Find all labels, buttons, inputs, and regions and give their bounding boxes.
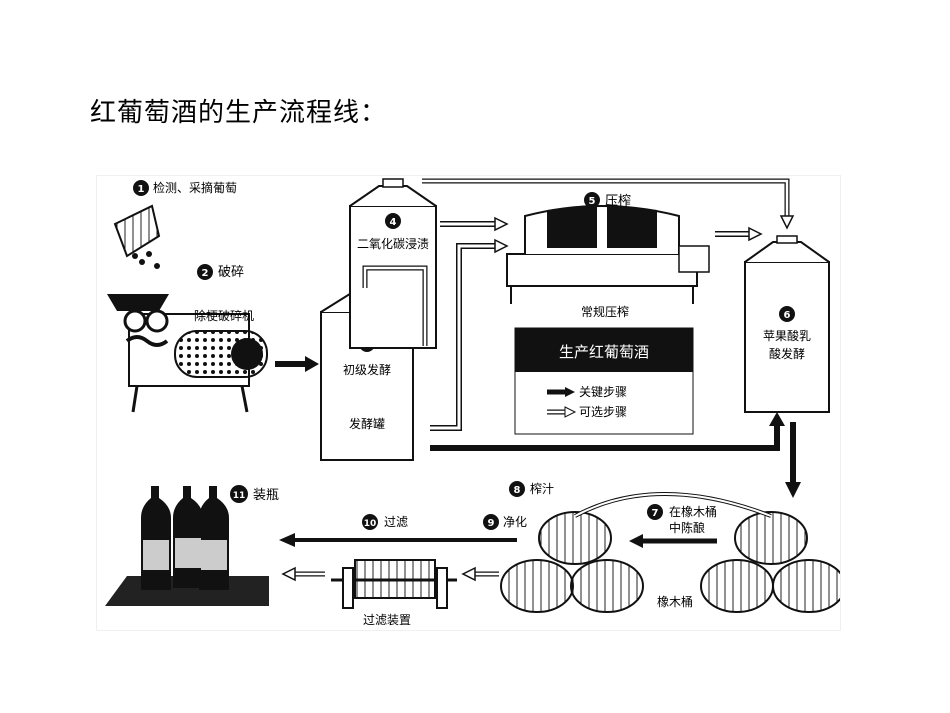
co2-maceration-tank-icon bbox=[349, 178, 437, 349]
step-label: 初级发酵 bbox=[343, 362, 391, 377]
step-badge bbox=[362, 514, 378, 530]
step-badge bbox=[584, 192, 600, 208]
step-badge bbox=[647, 504, 663, 520]
filter-label: 过滤装置 bbox=[363, 613, 411, 627]
step-number: 10 bbox=[364, 519, 377, 529]
step-badge bbox=[230, 485, 248, 503]
step-number: 6 bbox=[784, 310, 791, 321]
step-number: 1 bbox=[138, 184, 145, 195]
legend-key-label: 关键步骤 bbox=[579, 385, 627, 399]
key-step-arrowhead bbox=[305, 356, 319, 372]
malolactic-tank-icon bbox=[744, 235, 830, 413]
step-label: 净化 bbox=[503, 515, 527, 529]
fermenter-label: 发酵罐 bbox=[349, 416, 385, 431]
page-title: 红葡萄酒的生产流程线： bbox=[90, 98, 388, 128]
step-badge bbox=[197, 264, 213, 280]
destemmer-crusher-icon bbox=[107, 294, 268, 413]
step-number: 8 bbox=[514, 485, 521, 496]
wine-press-icon bbox=[506, 204, 710, 304]
press-label: 常规压榨 bbox=[581, 304, 629, 319]
filter-device-icon bbox=[331, 559, 457, 609]
optional-step-arrow bbox=[430, 243, 495, 431]
step-number: 7 bbox=[652, 508, 659, 519]
step-label-line2: 酸发酵 bbox=[769, 346, 805, 361]
grape-basket-icon bbox=[113, 204, 161, 269]
step-label-line2: 中陈酿 bbox=[669, 520, 705, 535]
step-label: 破碎 bbox=[218, 265, 244, 280]
step-badge bbox=[133, 180, 149, 196]
step-number: 9 bbox=[488, 518, 495, 529]
legend bbox=[514, 327, 694, 435]
step-number: 5 bbox=[589, 196, 596, 207]
oak-barrels-left-icon bbox=[500, 511, 644, 613]
step-badge bbox=[385, 213, 401, 229]
step-number: 11 bbox=[233, 491, 246, 501]
oak-barrels-right-icon bbox=[700, 511, 846, 613]
step-number: 4 bbox=[390, 217, 397, 228]
legend-title: 生产红葡萄酒 bbox=[559, 343, 649, 361]
step-label-line1: 在橡木桶 bbox=[669, 504, 717, 519]
step-label-line1: 苹果酸乳 bbox=[763, 328, 811, 343]
step-label: 二氧化碳浸渍 bbox=[357, 237, 429, 251]
step-label: 榨汁 bbox=[530, 481, 554, 496]
destemmer-label: 除梗破碎机 bbox=[194, 308, 254, 323]
legend-optional-label: 可选步骤 bbox=[579, 405, 627, 419]
step-label: 过滤 bbox=[384, 515, 408, 529]
wine-process-diagram: 1 检测、采摘葡萄 2 破碎 除梗破碎机 3 初级发酵 发酵罐 4 二氧化碳浸 bbox=[96, 175, 846, 631]
key-step-arrow bbox=[430, 424, 780, 451]
step-label: 检测、采摘葡萄 bbox=[153, 180, 237, 195]
step-badge bbox=[779, 306, 795, 322]
step-label: 压榨 bbox=[605, 193, 631, 209]
step-badge bbox=[509, 481, 525, 497]
step-label: 装瓶 bbox=[253, 488, 279, 503]
step-number: 2 bbox=[202, 268, 209, 279]
step-badge bbox=[483, 514, 499, 530]
barrels-label: 橡木桶 bbox=[657, 594, 693, 609]
wine-bottles-icon bbox=[105, 486, 269, 606]
